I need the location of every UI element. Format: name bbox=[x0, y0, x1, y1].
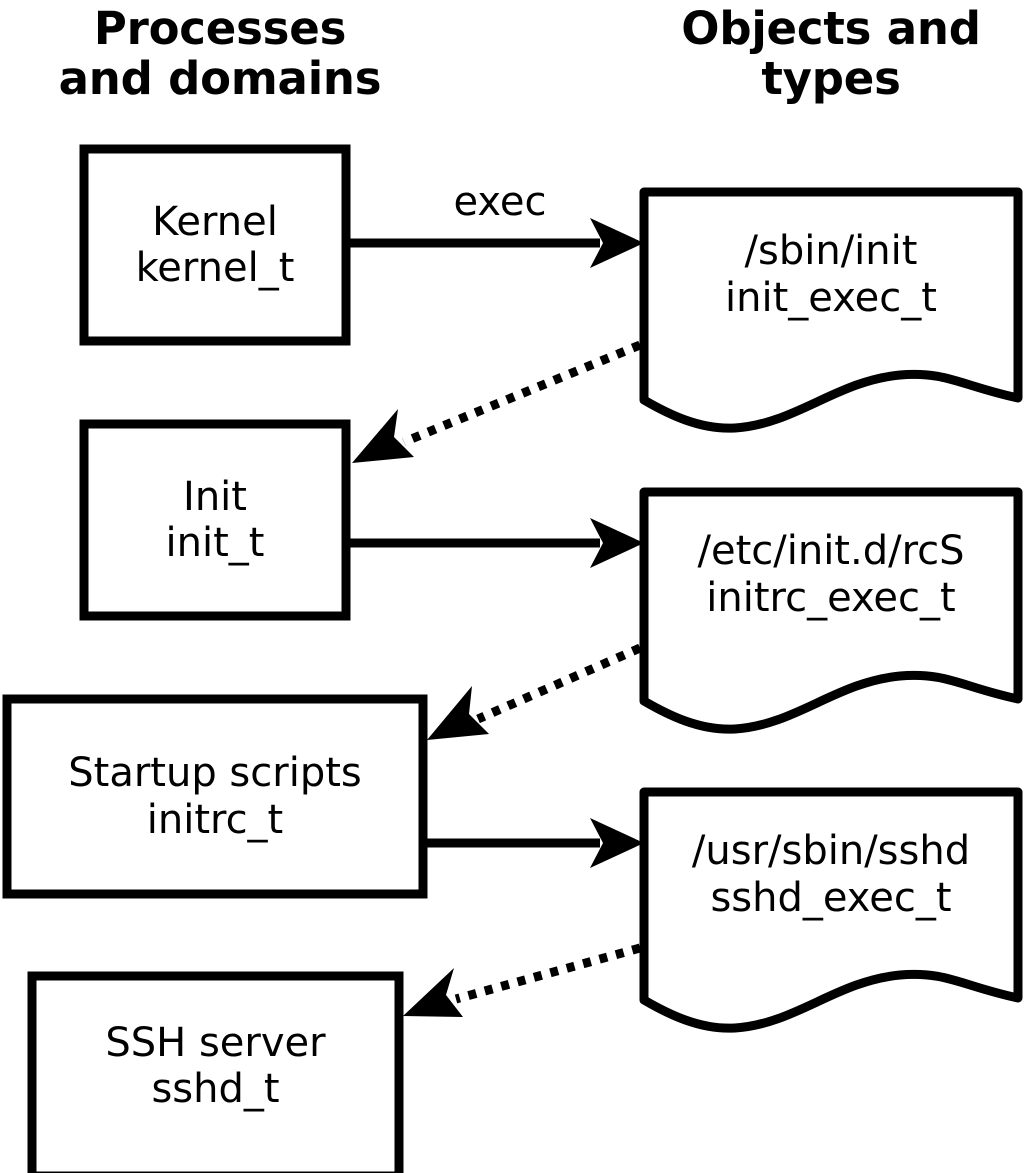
edge-initrc-exec-transition-to-initrc bbox=[427, 643, 642, 740]
process-node-ssh-server[interactable] bbox=[27, 971, 404, 1173]
column-header-objects-and-types: Objects and types bbox=[681, 2, 981, 106]
process-node-init[interactable] bbox=[79, 419, 351, 621]
process-node-startup-scripts[interactable] bbox=[2, 694, 428, 899]
edge-initrc-exec-sshd-exec bbox=[423, 818, 644, 868]
column-header-processes-and-domains: Processes and domains bbox=[58, 2, 382, 106]
object-node-initrc-exec[interactable] bbox=[639, 487, 1023, 734]
edge-init-exec-initrc-exec bbox=[346, 518, 644, 568]
edge-sshd-exec-transition-to-sshd bbox=[403, 943, 642, 1017]
edge-label-exec: exec bbox=[453, 179, 547, 225]
object-node-sshd-exec[interactable] bbox=[639, 787, 1023, 1033]
process-node-kernel[interactable] bbox=[79, 144, 351, 346]
edge-kernel-exec-init-exec bbox=[346, 218, 644, 268]
object-node-init-exec[interactable] bbox=[639, 187, 1023, 433]
edge-init-exec-transition-to-init bbox=[352, 340, 642, 463]
